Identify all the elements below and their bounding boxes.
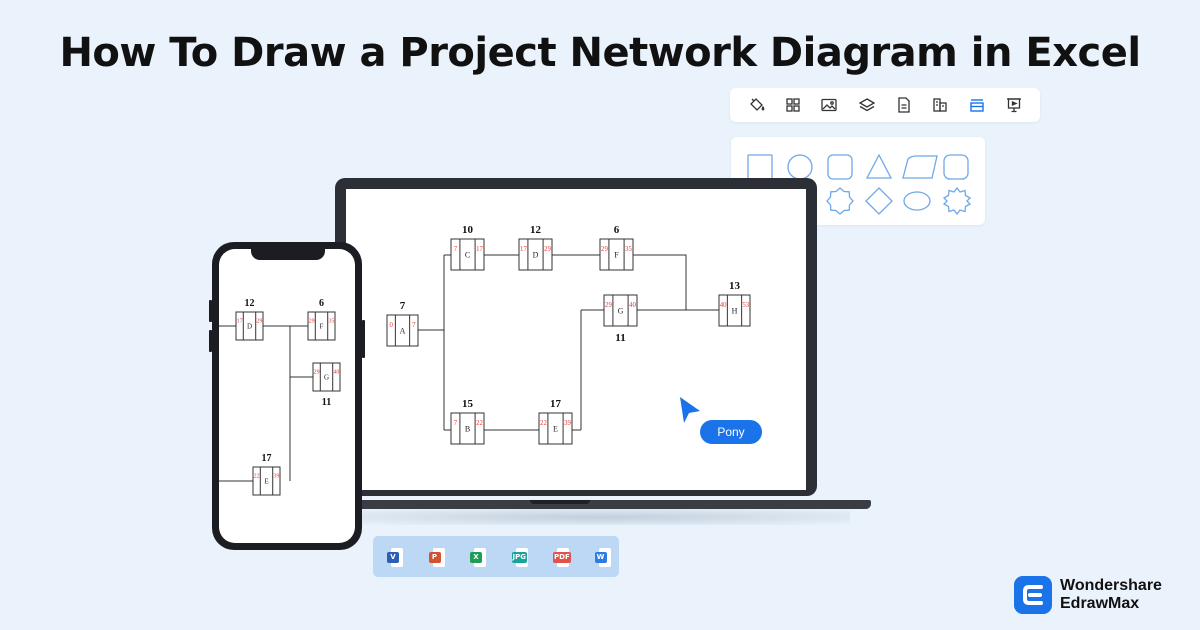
node-start-value: 29 [314,370,320,376]
node-id: E [264,477,268,485]
node-end-value: 29 [256,319,262,325]
phone-network-diagram: D 17 29 12F 29 35 6G 29 40 11E 22 39 17 [219,298,341,496]
document-icon[interactable] [895,96,913,114]
node-id: D [247,322,252,330]
node-duration: 12 [245,298,255,309]
brand-logo: Wondershare EdrawMax [1014,576,1194,616]
node-box [307,311,336,341]
export-jpg-icon[interactable]: JPG [511,548,528,567]
export-excel-icon[interactable]: X [470,548,486,567]
export-word-icon[interactable]: W [594,548,611,567]
node-duration: 6 [319,298,324,309]
export-formats-bar: V P X JPG PDF W [373,536,619,577]
phone-node-g[interactable]: G 29 40 11 [312,362,341,408]
node-end-value: 35 [328,319,334,325]
badge-shape[interactable] [826,187,854,215]
presentation-icon[interactable] [1005,96,1023,114]
layers-icon[interactable] [858,96,876,114]
parallelogram-shape[interactable] [902,154,938,180]
phone-nodes: D 17 29 12F 29 35 6G 29 40 11E 22 39 17 [235,298,341,496]
cursor-icon [680,397,700,423]
laptop-screen [346,189,806,490]
format-label: W [594,552,607,563]
phone-node-d[interactable]: D 17 29 12 [235,298,264,341]
format-label: X [470,552,482,563]
node-start-value: 17 [237,319,243,325]
node-box [235,311,264,341]
brand-product: EdrawMax [1060,595,1140,612]
laptop-base [326,500,871,509]
node-id: G [324,373,329,381]
image-icon[interactable] [820,96,838,114]
edrawmax-logo-icon [1014,576,1052,614]
export-powerpoint-icon[interactable]: P [428,548,445,567]
archive-icon[interactable] [968,96,986,114]
node-start-value: 29 [309,319,315,325]
export-pdf-icon[interactable]: PDF [553,548,571,567]
paint-bucket-icon[interactable] [748,96,766,114]
rounded-rectangle-shape[interactable] [943,154,969,180]
format-label: JPG [511,552,527,563]
node-box [252,466,281,496]
circle-shape[interactable] [787,154,813,180]
node-end-value: 39 [273,474,279,480]
node-box [312,362,341,392]
toolbar [730,88,1040,122]
triangle-shape[interactable] [866,154,892,180]
laptop-notch [530,500,590,504]
laptop-shadow [350,509,850,525]
buildings-icon[interactable] [931,96,949,114]
brand-name: Wondershare [1060,577,1162,594]
phone-notch [251,248,325,260]
collaborator-label: Pony [700,420,762,444]
ellipse-shape[interactable] [903,191,931,211]
rounded-square-shape[interactable] [827,154,853,180]
phone-button [209,330,212,352]
phone-button [209,300,212,322]
node-end-value: 40 [333,370,339,376]
format-label: PDF [553,552,571,563]
phone-node-f[interactable]: F 29 35 6 [307,298,336,341]
node-id: F [320,322,324,330]
format-label: V [387,552,399,563]
diamond-shape[interactable] [865,187,893,215]
square-shape[interactable] [747,154,773,180]
node-duration: 17 [262,453,272,464]
page-title: How To Draw a Project Network Diagram in… [59,30,1141,76]
node-start-value: 22 [254,474,260,480]
export-visio-icon[interactable]: V [387,548,403,567]
grid-icon[interactable] [784,96,802,114]
node-duration: 11 [322,397,331,408]
seal-shape[interactable] [943,187,971,215]
phone-node-e[interactable]: E 22 39 17 [252,453,281,496]
phone-button [362,320,365,358]
format-label: P [428,552,441,563]
